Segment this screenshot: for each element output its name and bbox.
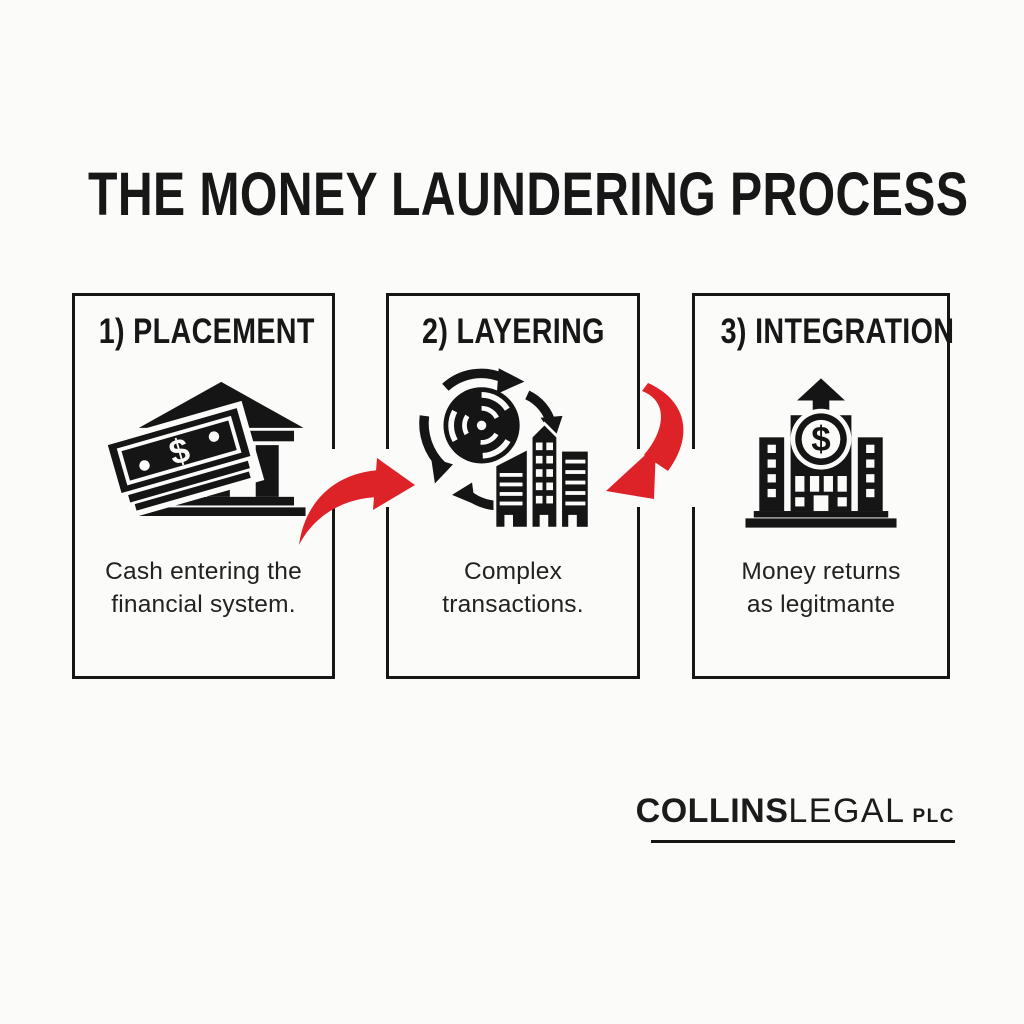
step-caption-integration: Money returns as legitmante [741,558,901,618]
page-title: THE MONEY LAUNDERING PROCESS [88,164,1024,225]
step-heading-placement: 1) PLACEMENT [98,312,315,351]
brand-logo: COLLINS LEGAL PLC [636,792,955,843]
page-title-text: THE MONEY LAUNDERING PROCESS [88,160,969,228]
brand-suffix: PLC [912,806,955,827]
border-gap [686,449,699,507]
step-heading-layering: 2) LAYERING [421,312,605,351]
cash-into-bank-icon: $ [98,380,310,521]
step-card-placement: 1) PLACEMENT $ [72,293,335,679]
brand-name-light: LEGAL [788,792,906,830]
step-card-integration: 3) INTEGRATION $ [692,293,955,679]
flow-arrow-2-icon [598,383,703,508]
step-heading-integration: 3) INTEGRATION [720,312,955,351]
step-caption-placement: Cash entering the financial system. [105,558,302,618]
building-dollar-growth-icon: $ [734,378,909,533]
flow-arrow-1-icon [295,452,416,553]
step-caption-layering: Complex transactions. [442,558,584,618]
brand-name-bold: COLLINS [635,792,789,830]
svg-text:$: $ [811,420,830,459]
laundering-cycle-buildings-icon [413,368,613,543]
brand-name: COLLINS LEGAL PLC [636,792,955,831]
brand-underline [651,840,955,843]
